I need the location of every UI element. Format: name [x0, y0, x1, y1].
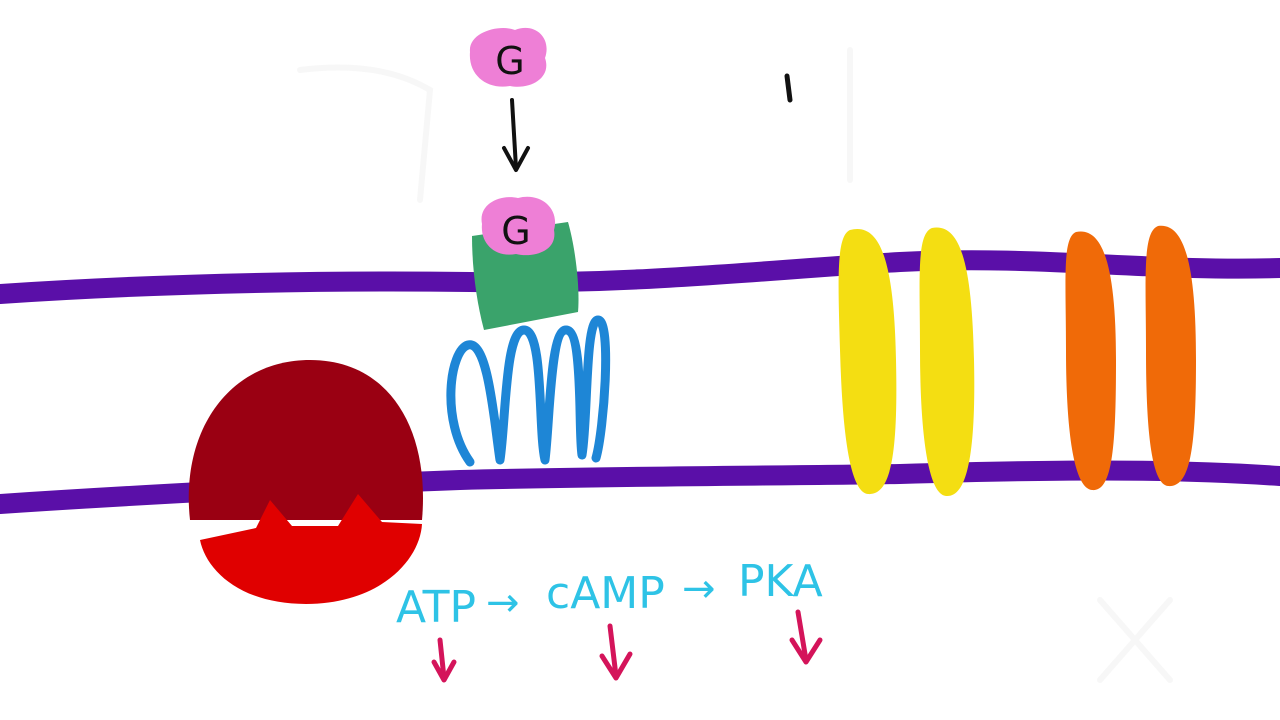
down-arrow-pka — [789, 609, 823, 665]
signaling-pathway: ATP → cAMP → PKA — [396, 556, 823, 633]
stray-pen-mark — [784, 73, 793, 103]
hormone-bound-label: G — [501, 209, 530, 253]
channel-orange-right — [1145, 225, 1196, 487]
enzyme-dark-half — [188, 360, 424, 520]
ion-channel-orange — [1065, 225, 1196, 491]
pathway-arrow-1: → — [486, 580, 520, 626]
pathway-atp: ATP — [396, 582, 476, 633]
ion-channel-yellow — [838, 227, 975, 497]
enzyme-light-half — [200, 494, 422, 604]
down-arrow-camp — [599, 623, 633, 681]
hormone-bound-blob — [481, 196, 556, 256]
pathway-camp: cAMP — [546, 568, 665, 619]
down-arrow-atp — [431, 637, 457, 683]
downstream-arrows — [431, 609, 823, 683]
channel-yellow-right — [919, 227, 975, 497]
receptor-transmembrane-coils — [446, 315, 611, 467]
faint-background-marks — [297, 47, 1173, 683]
channel-orange-left — [1065, 231, 1116, 491]
hormone-free: G — [469, 27, 547, 87]
hormone-free-label: G — [495, 39, 524, 83]
channel-yellow-left — [838, 228, 897, 495]
hormone-free-blob — [469, 27, 547, 87]
pathway-pka: PKA — [738, 556, 823, 607]
enzyme-blob — [188, 360, 424, 604]
hormone-bound: G — [481, 196, 556, 256]
pathway-arrow-2: → — [682, 566, 716, 612]
binding-arrow — [502, 98, 530, 172]
